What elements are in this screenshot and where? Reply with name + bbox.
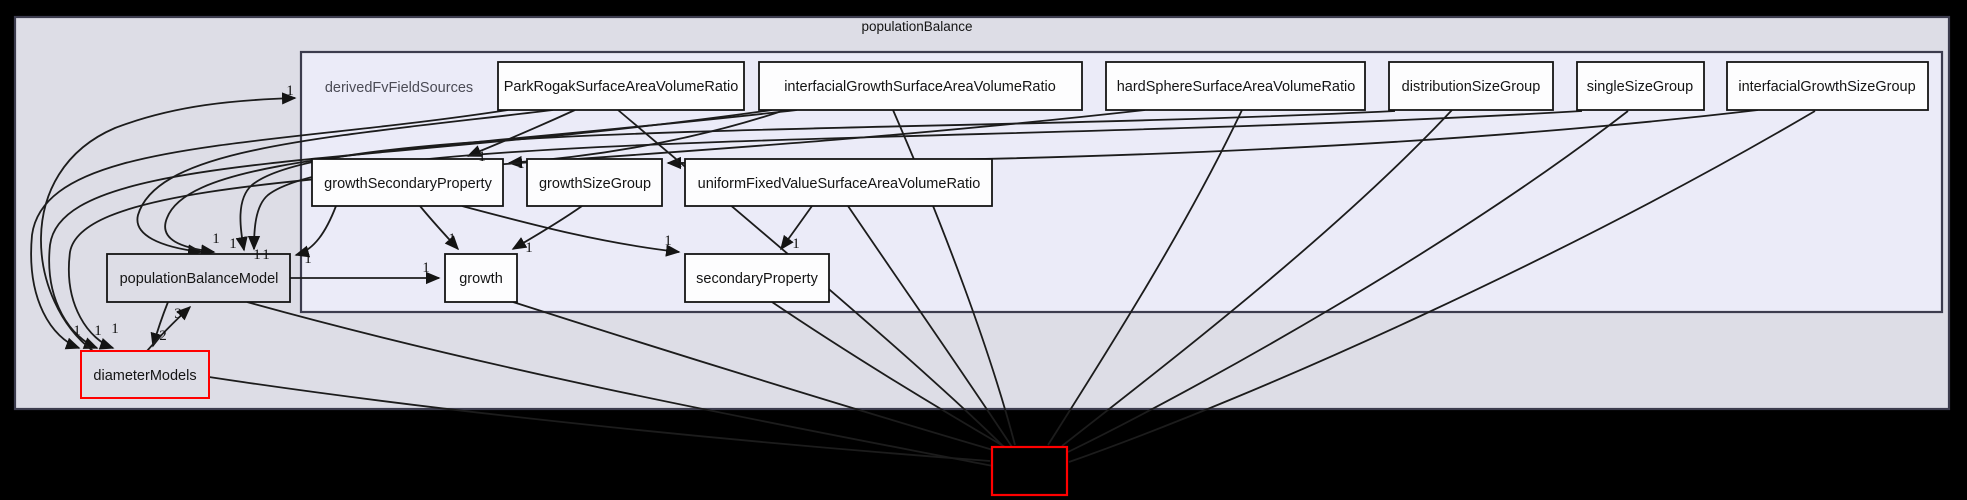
node-distributionSizeGroup-label: distributionSizeGroup bbox=[1402, 79, 1541, 95]
node-diameterModels[interactable]: diameterModels bbox=[80, 350, 210, 399]
edge-singleSizeGroup-to-populationBalanceModel bbox=[247, 110, 1583, 251]
node-populationBalanceModel-rect[interactable] bbox=[106, 253, 291, 303]
edge-interfacialGrowthSAVR-to-populationBalanceModel bbox=[164, 109, 798, 257]
node-uniformFixedValueSurfaceAreaVolumeRatio[interactable]: uniformFixedValueSurfaceAreaVolumeRatio bbox=[684, 158, 993, 207]
node-ParkRogakSurfaceAreaVolumeRatio-label: ParkRogakSurfaceAreaVolumeRatio bbox=[504, 79, 739, 95]
edge-distributionSizeGroup-to-populationBalanceModel bbox=[235, 110, 1396, 252]
edge-hardSphereSAVR-to-currentDir bbox=[1047, 109, 1243, 446]
node-current-directory[interactable] bbox=[990, 445, 1069, 497]
node-interfacialGrowthSurfaceAreaVolumeRatio[interactable]: interfacialGrowthSurfaceAreaVolumeRatio bbox=[758, 61, 1083, 111]
node-populationBalanceModel[interactable]: populationBalanceModel bbox=[106, 253, 291, 303]
edge-singleSizeGroup-to-currentDir bbox=[1067, 110, 1629, 453]
edge-diameterModels-to-derivedFvFieldSources bbox=[40, 92, 297, 352]
node-interfacialGrowthSizeGroup[interactable]: interfacialGrowthSizeGroup bbox=[1726, 61, 1929, 111]
node-ParkRogakSurfaceAreaVolumeRatio[interactable]: ParkRogakSurfaceAreaVolumeRatio bbox=[497, 61, 745, 111]
edge-growthSecondaryProperty-to-growth bbox=[419, 205, 460, 251]
edge-label-4: 1 bbox=[229, 236, 237, 252]
node-growthSizeGroup-label: growthSizeGroup bbox=[539, 176, 651, 192]
edge-interfacialGrowthSAVR-to-diameterModels bbox=[48, 109, 773, 349]
edge-label-6: 1 bbox=[262, 247, 270, 263]
edge-diameterModels-to-populationBalanceModel bbox=[146, 305, 192, 352]
edge-populationBalanceModel-to-currentDir bbox=[246, 301, 994, 467]
node-growth[interactable]: growth bbox=[444, 253, 518, 303]
node-uniformFixedValueSurfaceAreaVolumeRatio-label: uniformFixedValueSurfaceAreaVolumeRatio bbox=[698, 176, 981, 192]
node-populationBalanceModel-label: populationBalanceModel bbox=[120, 271, 279, 287]
edge-secondaryProperty-to-currentDir bbox=[771, 301, 1006, 448]
edge-label-7: 1 bbox=[304, 251, 312, 267]
edge-ParkRogak-to-diameterModels bbox=[30, 109, 509, 350]
node-interfacialGrowthSurfaceAreaVolumeRatio-label: interfacialGrowthSurfaceAreaVolumeRatio bbox=[784, 79, 1056, 95]
node-growthSizeGroup-rect[interactable] bbox=[526, 158, 663, 207]
edge-label-10: 1 bbox=[525, 240, 533, 256]
edge-label-18: 1 bbox=[286, 83, 294, 99]
node-interfacialGrowthSizeGroup-label: interfacialGrowthSizeGroup bbox=[1738, 79, 1915, 95]
node-interfacialGrowthSizeGroup-rect[interactable] bbox=[1726, 61, 1929, 111]
edge-label-2: 1 bbox=[675, 155, 683, 171]
edge-uniformFixedValueSAVR-to-secondaryProperty bbox=[780, 205, 813, 251]
node-diameterModels-label: diameterModels bbox=[93, 368, 196, 384]
node-hardSphereSurfaceAreaVolumeRatio-rect[interactable] bbox=[1105, 61, 1366, 111]
node-singleSizeGroup-rect[interactable] bbox=[1576, 61, 1705, 111]
edge-hardSphereSAVR-to-diameterModels bbox=[68, 109, 1146, 350]
node-hardSphereSurfaceAreaVolumeRatio[interactable]: hardSphereSurfaceAreaVolumeRatio bbox=[1105, 61, 1366, 111]
cluster-populationBalance-label[interactable]: populationBalance bbox=[861, 19, 972, 34]
edge-growth-to-currentDir bbox=[512, 301, 1001, 453]
edge-label-1: 1 bbox=[517, 156, 525, 172]
node-interfacialGrowthSurfaceAreaVolumeRatio-rect[interactable] bbox=[758, 61, 1083, 111]
edge-growthSecondaryProperty-to-secondaryProperty bbox=[461, 205, 681, 257]
edge-label-9: 1 bbox=[448, 231, 456, 247]
node-ParkRogakSurfaceAreaVolumeRatio-rect[interactable] bbox=[497, 61, 745, 111]
node-secondaryProperty-label: secondaryProperty bbox=[696, 271, 818, 287]
edge-ParkRogak-to-currentDir bbox=[617, 109, 1003, 446]
node-distributionSizeGroup[interactable]: distributionSizeGroup bbox=[1388, 61, 1554, 111]
edge-uniformFixedValueSAVR-to-currentDir bbox=[847, 205, 1013, 448]
cluster-derivedFvFieldSources-label[interactable]: derivedFvFieldSources bbox=[325, 80, 473, 96]
node-secondaryProperty[interactable]: secondaryProperty bbox=[684, 253, 830, 303]
edge-label-3: 1 bbox=[212, 231, 220, 247]
edge-label-15: 1 bbox=[73, 323, 81, 339]
node-growthSecondaryProperty-label: growthSecondaryProperty bbox=[324, 176, 492, 192]
edge-label-0: 1 bbox=[478, 149, 486, 165]
node-growthSecondaryProperty-rect[interactable] bbox=[311, 158, 504, 207]
node-current-directory-rect[interactable] bbox=[990, 445, 1069, 497]
edge-diameterModels-to-currentDir bbox=[208, 376, 991, 462]
node-distributionSizeGroup-rect[interactable] bbox=[1388, 61, 1554, 111]
node-growth-label: growth bbox=[459, 271, 503, 287]
node-singleSizeGroup-label: singleSizeGroup bbox=[1587, 79, 1693, 95]
node-diameterModels-rect[interactable] bbox=[80, 350, 210, 399]
node-growthSizeGroup[interactable]: growthSizeGroup bbox=[526, 158, 663, 207]
node-growth-rect[interactable] bbox=[444, 253, 518, 303]
edge-label-17: 1 bbox=[111, 321, 119, 337]
edge-growthSizeGroup-to-growth bbox=[511, 205, 583, 250]
edge-label-5: 1 bbox=[253, 247, 261, 263]
edge-distributionSizeGroup-to-currentDir bbox=[1061, 109, 1453, 447]
edge-label-12: 1 bbox=[792, 236, 800, 252]
edge-interfacialGrowthSizeGroup-to-currentDir bbox=[1068, 110, 1816, 463]
edge-labels: 1 1 1 1 1 1 1 1 1 1 1 1 1 2 3 1 1 1 1 bbox=[73, 83, 800, 344]
edge-growthSecondaryProperty-to-populationBalanceModel bbox=[294, 205, 337, 258]
edge-ParkRogak-to-growthSecondaryProperty bbox=[466, 109, 576, 157]
node-uniformFixedValueSurfaceAreaVolumeRatio-rect[interactable] bbox=[684, 158, 993, 207]
edge-label-11: 1 bbox=[664, 233, 672, 249]
edge-interfacialGrowthSAVR-to-currentDir bbox=[892, 109, 1016, 446]
node-secondaryProperty-rect[interactable] bbox=[684, 253, 830, 303]
node-hardSphereSurfaceAreaVolumeRatio-label: hardSphereSurfaceAreaVolumeRatio bbox=[1117, 79, 1356, 95]
edge-label-13: 2 bbox=[159, 328, 167, 344]
node-singleSizeGroup[interactable]: singleSizeGroup bbox=[1576, 61, 1705, 111]
edge-label-8: 1 bbox=[422, 260, 430, 276]
edge-label-16: 1 bbox=[94, 323, 102, 339]
edge-label-14: 3 bbox=[174, 306, 182, 322]
node-growthSecondaryProperty[interactable]: growthSecondaryProperty bbox=[311, 158, 504, 207]
